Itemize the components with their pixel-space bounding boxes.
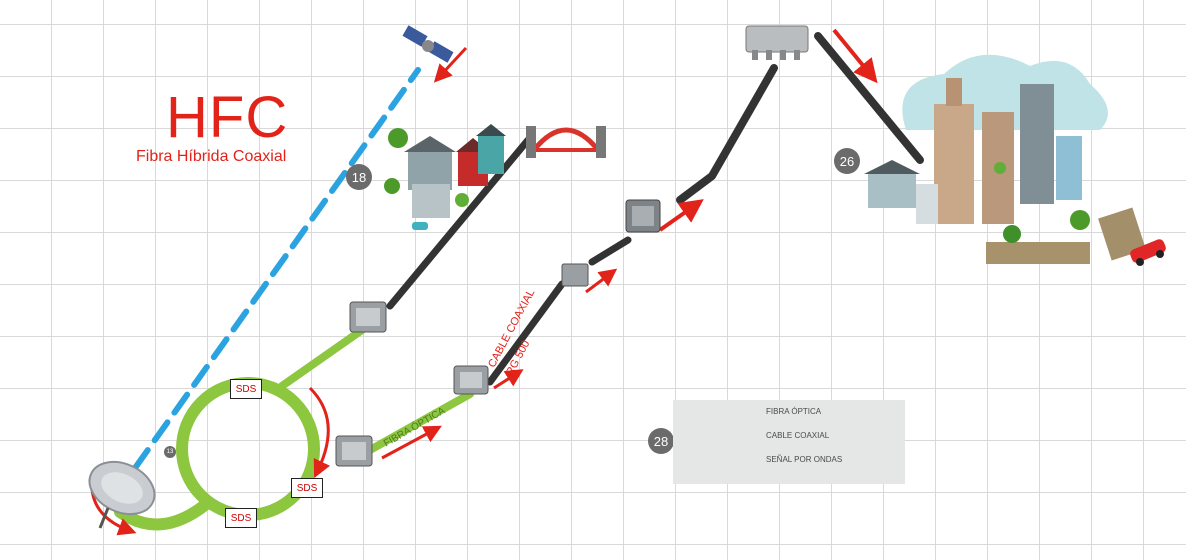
arrow-tap: [585, 268, 618, 294]
wave-signal-line: [132, 67, 421, 471]
coax-line-city: [814, 32, 924, 164]
coax-line-town: [386, 136, 532, 310]
amplifier-box: [625, 199, 661, 233]
sds-box-right: SDS: [291, 478, 323, 498]
sds-box-bottom: SDS: [225, 508, 257, 528]
car-icon: [1130, 239, 1166, 266]
legend-wave-label: SEÑAL POR ONDAS: [766, 455, 843, 464]
fiber-link-lower: [366, 390, 474, 454]
arrow-city: [832, 28, 878, 84]
arrow-coax: [493, 369, 524, 390]
fiber-dish-link: [114, 499, 211, 531]
coax-line-amp: [588, 236, 632, 266]
legend-panel: [673, 400, 905, 484]
node-box-coax: [453, 365, 489, 395]
badge-28: 28: [648, 428, 674, 454]
legend-fiber-label: FIBRA ÓPTICA: [766, 407, 822, 416]
coax-line-mid: [486, 280, 566, 386]
city-icon: [864, 54, 1146, 264]
fiber-link-upper: [278, 326, 366, 390]
diagram-subtitle: Fibra Híbrida Coaxial: [136, 148, 287, 165]
satellite-dish-icon: [88, 460, 156, 529]
bridge-icon: [526, 126, 606, 158]
node-box-lower: [335, 435, 373, 467]
arrow-satellite: [433, 46, 468, 83]
badge-26: 26: [834, 148, 860, 174]
town-icon: [384, 124, 506, 230]
coax-line-trunk: [676, 64, 778, 204]
legend-coax-label: CABLE COAXIAL: [766, 431, 830, 440]
badge-13: 13: [164, 446, 176, 458]
satellite-icon: [402, 25, 454, 63]
diagram-title: HFC: [166, 85, 289, 150]
badge-18: 18: [346, 164, 372, 190]
node-box-upper: [349, 301, 387, 333]
arrow-fiber: [381, 425, 442, 460]
tap-box: [561, 263, 589, 287]
arrow-amp: [658, 199, 704, 232]
arrow-ring-top: [308, 386, 331, 479]
sds-box-top: SDS: [230, 379, 262, 399]
splitter-icon: [745, 25, 809, 60]
